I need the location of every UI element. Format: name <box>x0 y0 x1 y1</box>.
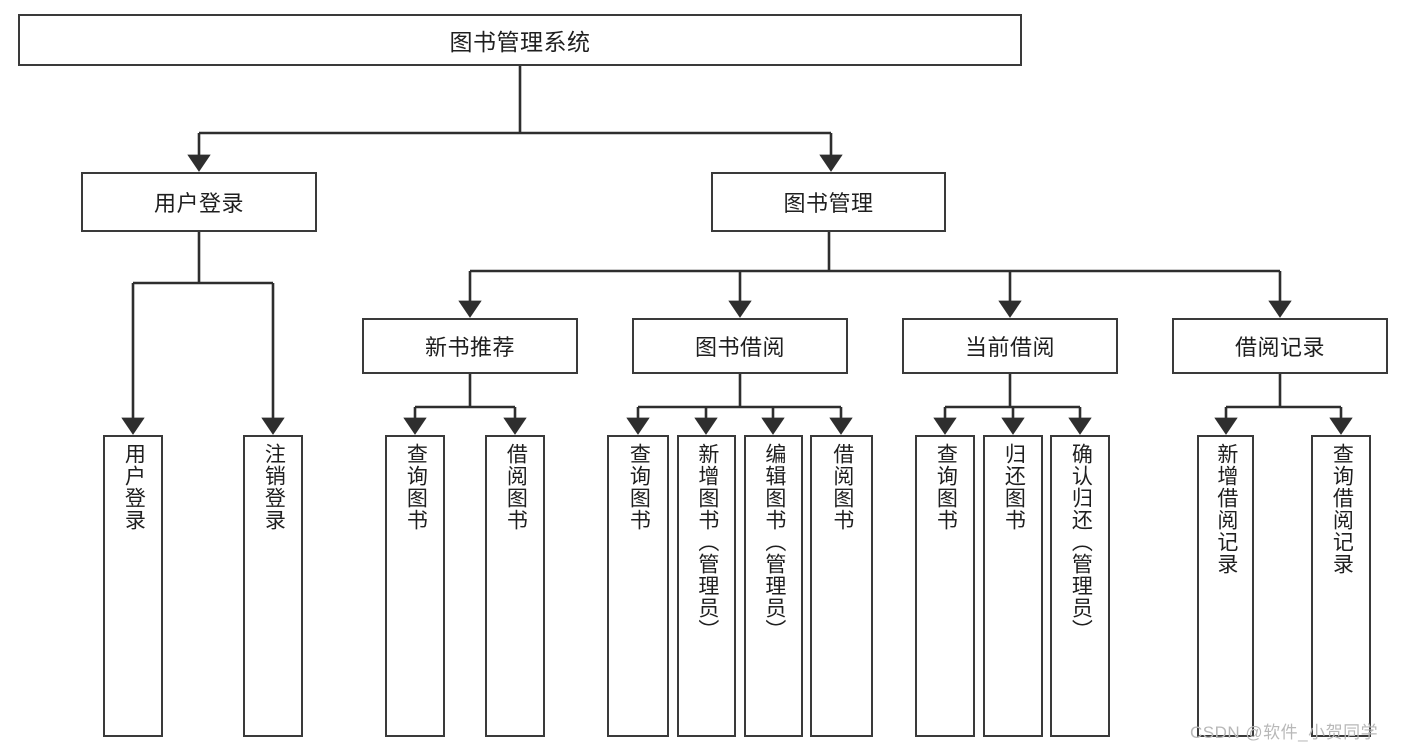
leaf-borrow-book[interactable]: 借阅图书 <box>810 435 873 737</box>
leaf-return-book[interactable]: 归还图书 <box>983 435 1043 737</box>
leaf-label: 归还图书 <box>1002 443 1026 531</box>
leaf-user-logout[interactable]: 注销登录 <box>243 435 303 737</box>
leaf-query-borrow-record[interactable]: 查询借阅记录 <box>1311 435 1371 737</box>
leaf-label: 注销登录 <box>262 443 286 531</box>
node-user-login[interactable]: 用户登录 <box>81 172 317 232</box>
leaf-label: 确认归还（管理员） <box>1069 443 1093 641</box>
leaf-user-login[interactable]: 用户登录 <box>103 435 163 737</box>
node-book-management[interactable]: 图书管理 <box>711 172 946 232</box>
leaf-add-book-admin[interactable]: 新增图书（管理员） <box>677 435 736 737</box>
leaf-borrow-book-recommend[interactable]: 借阅图书 <box>485 435 545 737</box>
node-book-borrow[interactable]: 图书借阅 <box>632 318 848 374</box>
leaf-query-book-borrow[interactable]: 查询图书 <box>607 435 669 737</box>
leaf-label: 借阅图书 <box>504 443 528 531</box>
leaf-label: 借阅图书 <box>830 443 854 531</box>
leaf-add-borrow-record[interactable]: 新增借阅记录 <box>1197 435 1254 737</box>
leaf-label: 查询图书 <box>404 443 428 531</box>
leaf-label: 查询图书 <box>627 443 651 531</box>
node-book-management-system[interactable]: 图书管理系统 <box>18 14 1022 66</box>
leaf-query-book-recommend[interactable]: 查询图书 <box>385 435 445 737</box>
leaf-label: 查询借阅记录 <box>1330 443 1354 575</box>
node-new-book-recommend[interactable]: 新书推荐 <box>362 318 578 374</box>
leaf-confirm-return-admin[interactable]: 确认归还（管理员） <box>1050 435 1110 737</box>
leaf-label: 编辑图书（管理员） <box>762 443 786 641</box>
leaf-edit-book-admin[interactable]: 编辑图书（管理员） <box>744 435 803 737</box>
leaf-query-book-current[interactable]: 查询图书 <box>915 435 975 737</box>
leaf-label: 用户登录 <box>122 443 146 531</box>
node-current-borrow[interactable]: 当前借阅 <box>902 318 1118 374</box>
node-borrow-record[interactable]: 借阅记录 <box>1172 318 1388 374</box>
leaf-label: 新增图书（管理员） <box>695 443 719 641</box>
leaf-label: 新增借阅记录 <box>1214 443 1238 575</box>
csdn-watermark: CSDN @软件_小贺同学 <box>1190 723 1379 742</box>
leaf-label: 查询图书 <box>934 443 958 531</box>
